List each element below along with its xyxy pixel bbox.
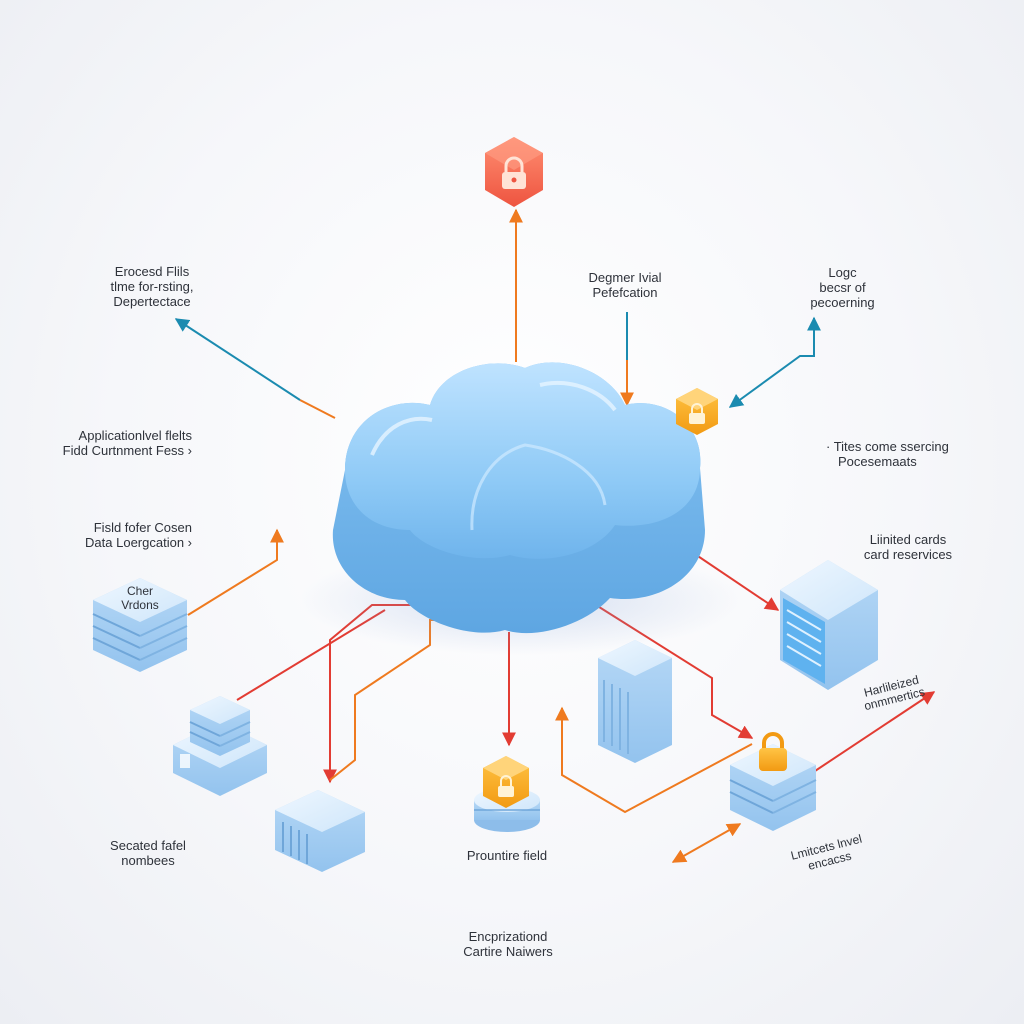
lock-icon-database xyxy=(483,756,529,808)
server-tower-icon-center xyxy=(598,640,672,763)
cloud-icon xyxy=(300,362,740,655)
label-mid-left-2: Fisld fofer Cosen Data Loergcation › xyxy=(85,520,192,550)
storage-cabinet-icon-bottom-left xyxy=(275,790,365,872)
lock-icon-top xyxy=(485,137,543,207)
database-icon xyxy=(474,788,540,832)
storage-cabinet-icon-right xyxy=(780,560,878,690)
arrow-bottom-right-double xyxy=(671,823,742,863)
label-mid-right-1: · Tites come ssercing Pocesemaats xyxy=(826,439,949,469)
arrow-top-left-out xyxy=(174,318,301,401)
arrow-left-server-up xyxy=(187,528,284,616)
label-bottom-center: Prountire field xyxy=(466,848,548,863)
label-server-text: Cher Vrdons xyxy=(121,584,159,612)
label-top-right: Logc becsr of pecoerning xyxy=(810,265,875,310)
label-mid-left-1: Applicationlvel flelts Fidd Curtnment Fe… xyxy=(62,428,192,458)
arrow-top-left-in xyxy=(299,399,336,419)
server-stack-icon-lower-left xyxy=(173,696,267,796)
server-stack-icon-left xyxy=(92,578,188,672)
lock-icon-cube-right xyxy=(676,388,718,435)
lock-icon-right-stack xyxy=(759,732,787,771)
arrow-loop-right xyxy=(555,706,753,814)
label-top-left: Erocesd Flils tlme for-rsting, Depertect… xyxy=(110,264,194,309)
label-mid-right-2: Liinited cards card reservices xyxy=(863,532,953,562)
arrow-right-stack-out xyxy=(814,691,936,772)
label-top-center: Degmer Ivial Pefefcation xyxy=(588,270,662,300)
label-footer: Encprizationd Cartire Naiwers xyxy=(463,929,553,959)
arrow-top-right xyxy=(728,316,821,408)
server-stack-icon-right-lower xyxy=(729,744,817,831)
label-bottom-left: Secated fafel nombees xyxy=(110,838,186,868)
